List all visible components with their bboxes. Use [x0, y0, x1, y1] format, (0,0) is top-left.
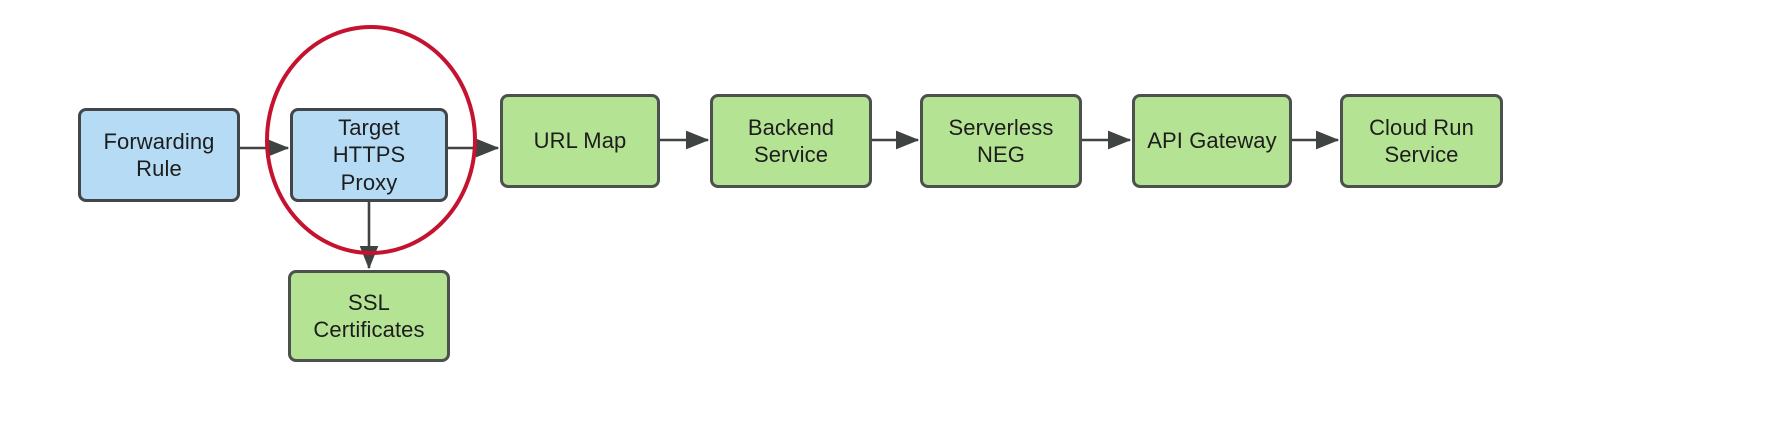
node-cloud-run-service[interactable]: Cloud Run Service [1340, 94, 1503, 188]
node-label: Forwarding Rule [103, 128, 215, 182]
node-label: Cloud Run Service [1369, 114, 1474, 168]
node-label: Backend Service [747, 114, 835, 168]
node-forwarding-rule[interactable]: Forwarding Rule [78, 108, 240, 202]
node-backend-service[interactable]: Backend Service [710, 94, 872, 188]
node-url-map[interactable]: URL Map [500, 94, 660, 188]
node-label: Serverless NEG [948, 114, 1054, 168]
node-label: Target HTTPS Proxy [332, 114, 406, 195]
node-target-https-proxy[interactable]: Target HTTPS Proxy [290, 108, 448, 202]
node-label: API Gateway [1147, 128, 1277, 154]
node-label: URL Map [533, 128, 627, 154]
node-ssl-certificates[interactable]: SSL Certificates [288, 270, 450, 362]
node-serverless-neg[interactable]: Serverless NEG [920, 94, 1082, 188]
node-label: SSL Certificates [313, 289, 425, 343]
node-api-gateway[interactable]: API Gateway [1132, 94, 1292, 188]
